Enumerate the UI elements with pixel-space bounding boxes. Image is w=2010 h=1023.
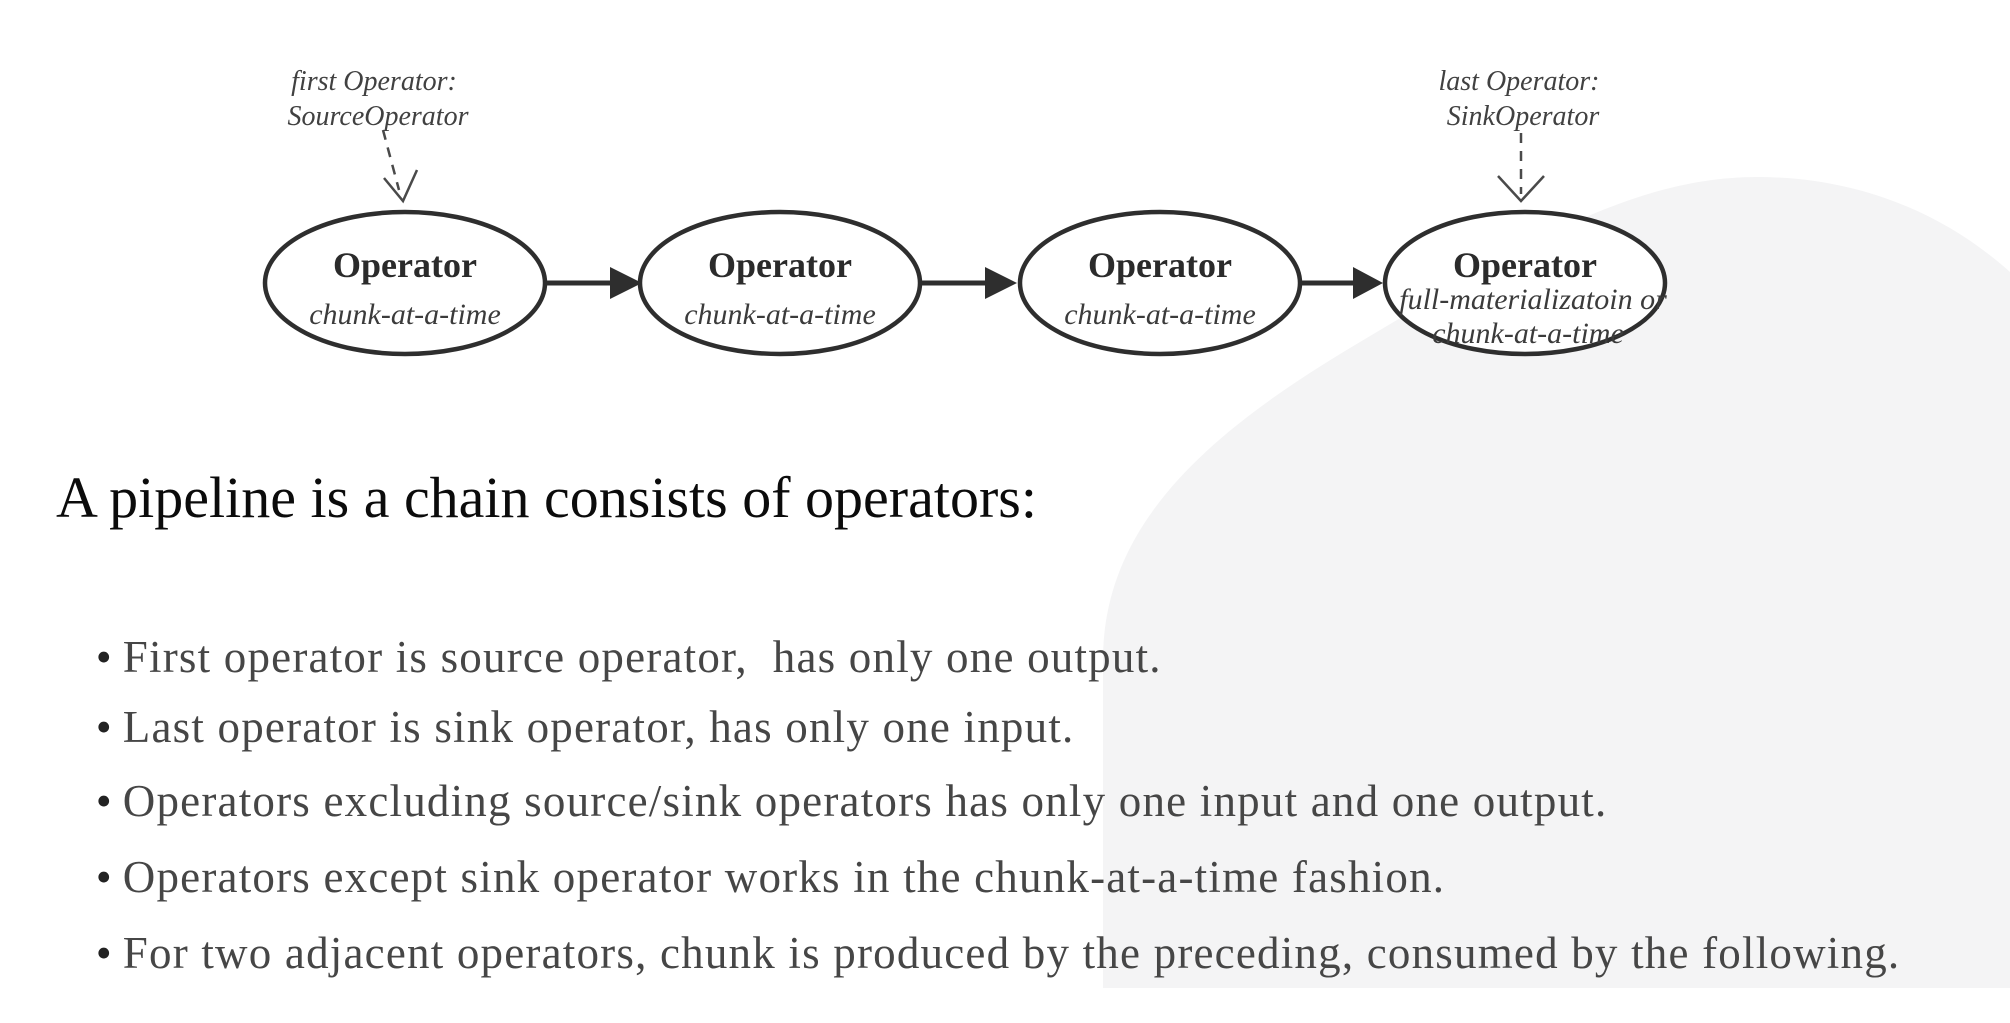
node-1-subtitle: chunk-at-a-time <box>309 298 501 331</box>
slide: Operator chunk-at-a-time Operator chunk-… <box>46 66 2010 988</box>
bullet-text: Last operator is sink operator, has only… <box>122 702 1075 752</box>
operator-node-3 <box>1017 209 1303 357</box>
last-operator-annotation-line2: SinkOperator <box>1447 101 1600 132</box>
node-4-subtitle-line2: chunk-at-a-time <box>1432 317 1624 350</box>
first-operator-annotation-line1: first Operator: <box>291 66 457 97</box>
bullet-text: First operator is source operator, has o… <box>122 632 1162 682</box>
page-title: A pipeline is a chain consists of operat… <box>56 465 1037 530</box>
bullet-item-3: •Operators excluding source/sink operato… <box>46 734 1607 869</box>
bullet-text: Operators except sink operator works in … <box>122 852 1446 902</box>
bullet-marker: • <box>95 702 113 752</box>
first-operator-arrow <box>381 129 419 204</box>
background-blob <box>1103 177 2010 988</box>
node-1-title: Operator <box>333 245 477 285</box>
bullet-text: Operators excluding source/sink operator… <box>122 776 1608 826</box>
node-4-title: Operator <box>1453 245 1597 285</box>
node-3-title: Operator <box>1088 245 1232 285</box>
flow-arrow-3 <box>1301 267 1383 299</box>
node-4-subtitle-line1: full-materializatoin or <box>1399 283 1667 316</box>
bullet-item-4: •Operators except sink operator works in… <box>46 810 1445 945</box>
node-2-subtitle: chunk-at-a-time <box>684 298 876 331</box>
last-operator-annotation-line1: last Operator: <box>1439 66 1600 97</box>
pipeline-diagram: Operator chunk-at-a-time Operator chunk-… <box>262 66 2010 988</box>
first-operator-annotation-line2: SourceOperator <box>288 101 469 132</box>
operator-node-4 <box>1382 209 1668 357</box>
bullet-marker: • <box>95 776 113 826</box>
node-3-subtitle: chunk-at-a-time <box>1064 298 1256 331</box>
bullet-item-1: •First operator is source operator, has … <box>46 590 1162 725</box>
last-operator-arrow <box>1497 133 1545 203</box>
operator-node-1 <box>262 209 548 357</box>
bullet-marker: • <box>95 928 113 978</box>
operator-node-2 <box>637 209 923 357</box>
bullet-marker: • <box>95 852 113 902</box>
flow-arrow-2 <box>921 267 1017 299</box>
bullet-marker: • <box>95 632 113 682</box>
bullet-item-2: •Last operator is sink operator, has onl… <box>46 660 1075 795</box>
bullet-item-5: •For two adjacent operators, chunk is pr… <box>46 886 1900 1021</box>
node-2-title: Operator <box>708 245 852 285</box>
flow-arrow-1 <box>546 267 642 299</box>
bullet-text: For two adjacent operators, chunk is pro… <box>122 928 1901 978</box>
